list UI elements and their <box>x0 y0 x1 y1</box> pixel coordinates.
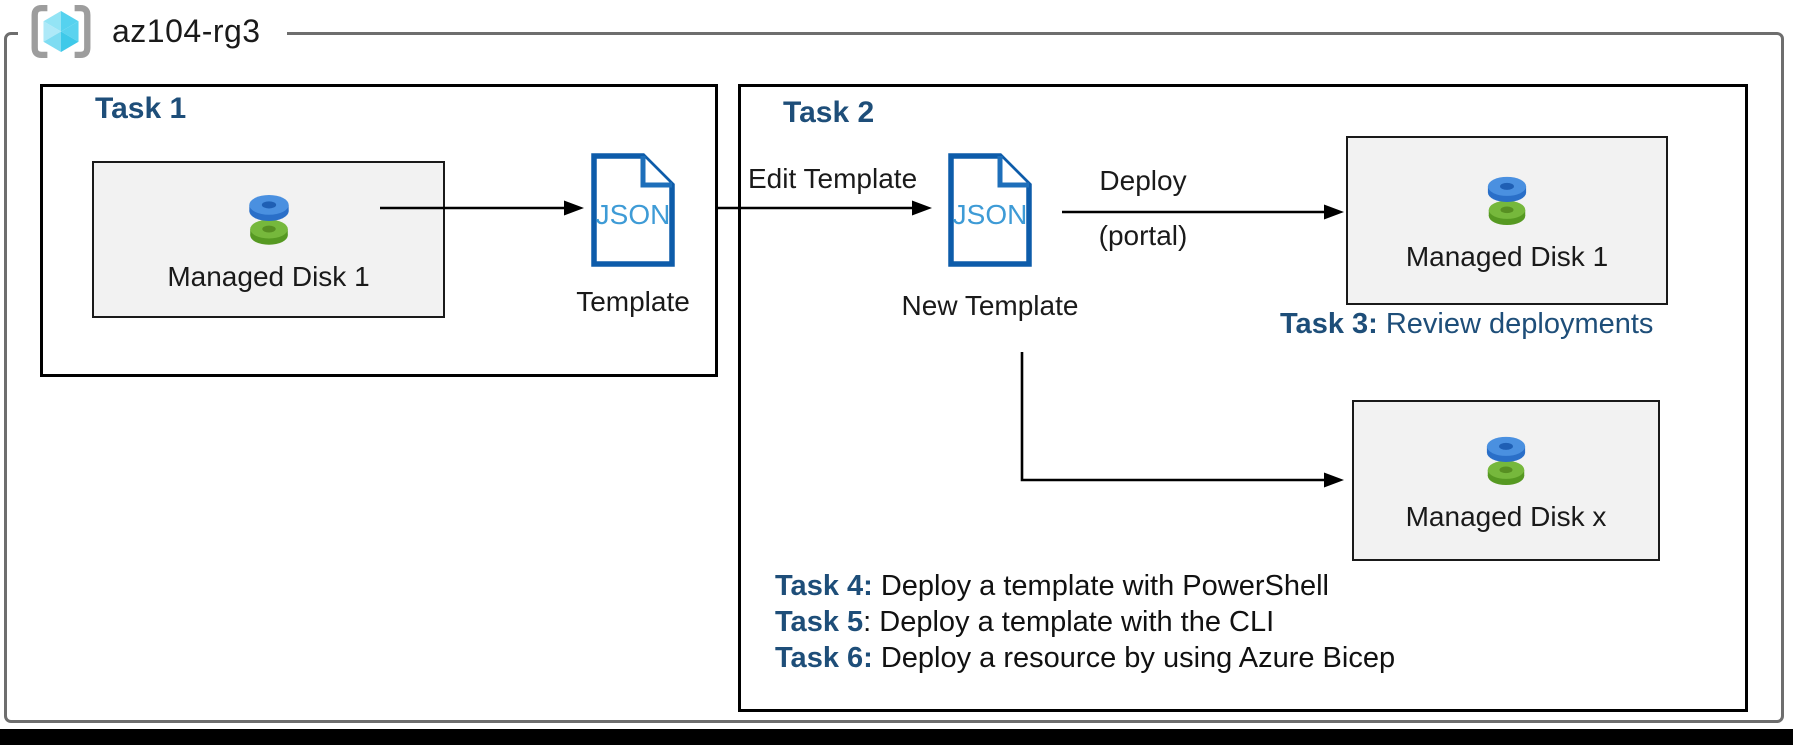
resource-group-label: az104-rg3 <box>18 0 287 62</box>
bottom-black-bar <box>0 729 1793 745</box>
new-template-label: New Template <box>901 290 1079 321</box>
task-list: Task 4: Deploy a template with PowerShel… <box>775 568 1395 676</box>
task3-label: Task 3: <box>1280 308 1378 340</box>
task4-text: Deploy a template with PowerShell <box>872 570 1329 602</box>
json-file-icon: JSON <box>948 153 1032 267</box>
task4-label: Task 4: <box>775 570 873 602</box>
json-file-text: JSON <box>953 199 1028 230</box>
managed-disk-1-deployed-box: Managed Disk 1 <box>1346 136 1668 305</box>
resource-group-border <box>4 32 1784 723</box>
template-label: Template <box>576 286 690 317</box>
task1-title: Task 1 <box>95 92 187 125</box>
task6-text: Deploy a resource by using Azure Bicep <box>872 642 1396 674</box>
resource-group-name: az104-rg3 <box>112 12 261 49</box>
json-file-icon: JSON <box>591 153 675 267</box>
resource-label: Managed Disk 1 <box>167 260 370 292</box>
task6-line: Task 6: Deploy a resource by using Azure… <box>775 640 1395 676</box>
task5-label: Task 5 <box>775 606 864 638</box>
deploy-arrow-label: Deploy <box>1099 165 1187 196</box>
deploy-portal-label: (portal) <box>1098 220 1188 251</box>
task4-line: Task 4: Deploy a template with PowerShel… <box>775 568 1395 604</box>
task5-line: Task 5: Deploy a template with the CLI <box>775 604 1395 640</box>
managed-disk-icon <box>248 194 289 245</box>
resource-group-icon <box>31 4 91 58</box>
managed-disk-icon <box>1486 436 1526 485</box>
task6-label: Task 6: <box>775 642 873 674</box>
json-file-text: JSON <box>596 199 671 230</box>
task2-title: Task 2 <box>783 96 875 129</box>
resource-label: Managed Disk 1 <box>1405 240 1609 272</box>
task5-text: : Deploy a template with the CLI <box>863 606 1275 638</box>
managed-disk-icon <box>1487 176 1527 225</box>
managed-disk-x-box: Managed Disk x <box>1352 400 1660 561</box>
task3-caption: Task 3: Review deployments <box>1280 308 1653 341</box>
task3-text: Review deployments <box>1377 308 1654 340</box>
edit-template-arrow-label: Edit Template <box>748 163 918 194</box>
managed-disk-1-box: Managed Disk 1 <box>92 161 445 318</box>
resource-label: Managed Disk x <box>1405 500 1607 532</box>
